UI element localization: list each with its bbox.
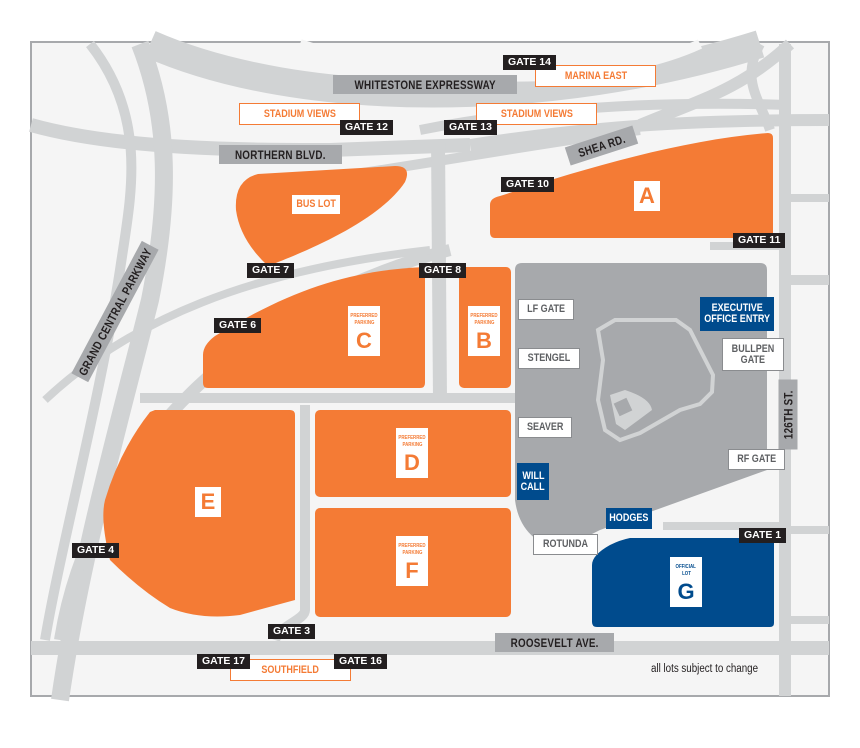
lot-c-sign[interactable]: PREFERRED PARKING C — [348, 306, 380, 356]
gate-14[interactable]: GATE 14 — [503, 55, 556, 70]
gate-8[interactable]: GATE 8 — [419, 263, 467, 278]
lot-g-sign[interactable]: OFFICIAL LOT G — [670, 557, 702, 607]
gate-10[interactable]: GATE 10 — [501, 177, 554, 192]
lot-f-sign[interactable]: PREFERRED PARKING F — [396, 536, 428, 586]
gate-16[interactable]: GATE 16 — [334, 654, 387, 669]
lot-label-stadium-views-west[interactable]: STADIUM VIEWS — [239, 103, 360, 125]
lot-b-sign[interactable]: PREFERRED PARKING B — [468, 306, 500, 356]
gate-7[interactable]: GATE 7 — [247, 263, 295, 278]
lot-d-sign[interactable]: PREFERRED PARKING D — [396, 428, 428, 478]
entrance-rf-gate[interactable]: RF GATE — [728, 449, 786, 470]
lot-a-sign[interactable]: A — [634, 181, 660, 211]
road-label-126th: 126TH ST. — [778, 379, 798, 450]
entrance-will-call[interactable]: WILL CALL — [517, 463, 549, 500]
entrance-bullpen-gate[interactable]: BULLPEN GATE — [722, 338, 784, 371]
lot-e-sign[interactable]: E — [195, 487, 221, 517]
entrance-seaver[interactable]: SEAVER — [518, 417, 573, 438]
gate-11[interactable]: GATE 11 — [733, 233, 786, 248]
gate-6[interactable]: GATE 6 — [214, 318, 262, 333]
entrance-stengel[interactable]: STENGEL — [518, 348, 580, 369]
lot-c — [203, 267, 425, 388]
entrance-lf-gate[interactable]: LF GATE — [518, 299, 575, 320]
lot-a — [490, 133, 773, 238]
gate-4[interactable]: GATE 4 — [72, 543, 120, 558]
gate-13[interactable]: GATE 13 — [444, 120, 497, 135]
lot-label-bus[interactable]: BUS LOT — [292, 195, 340, 214]
lot-label-southfield[interactable]: SOUTHFIELD — [230, 659, 351, 681]
gate-17[interactable]: GATE 17 — [197, 654, 250, 669]
road-label-whitestone: WHITESTONE EXPRESSWAY — [333, 75, 518, 94]
gate-12[interactable]: GATE 12 — [340, 120, 393, 135]
gate-1[interactable]: GATE 1 — [739, 528, 787, 543]
lot-label-marina-east[interactable]: MARINA EAST — [535, 65, 656, 87]
lot-label-stadium-views-east[interactable]: STADIUM VIEWS — [476, 103, 597, 125]
entrance-executive-office[interactable]: EXECUTIVE OFFICE ENTRY — [700, 297, 774, 331]
road-label-northern: NORTHERN BLVD. — [219, 145, 342, 164]
baseball-field-icon — [595, 318, 716, 443]
road-label-roosevelt: ROOSEVELT AVE. — [495, 633, 615, 652]
entrance-rotunda[interactable]: ROTUNDA — [533, 534, 598, 555]
footnote: all lots subject to change — [651, 663, 759, 675]
lot-bus — [235, 166, 408, 266]
gate-3[interactable]: GATE 3 — [268, 624, 316, 639]
entrance-hodges[interactable]: HODGES — [606, 508, 652, 529]
